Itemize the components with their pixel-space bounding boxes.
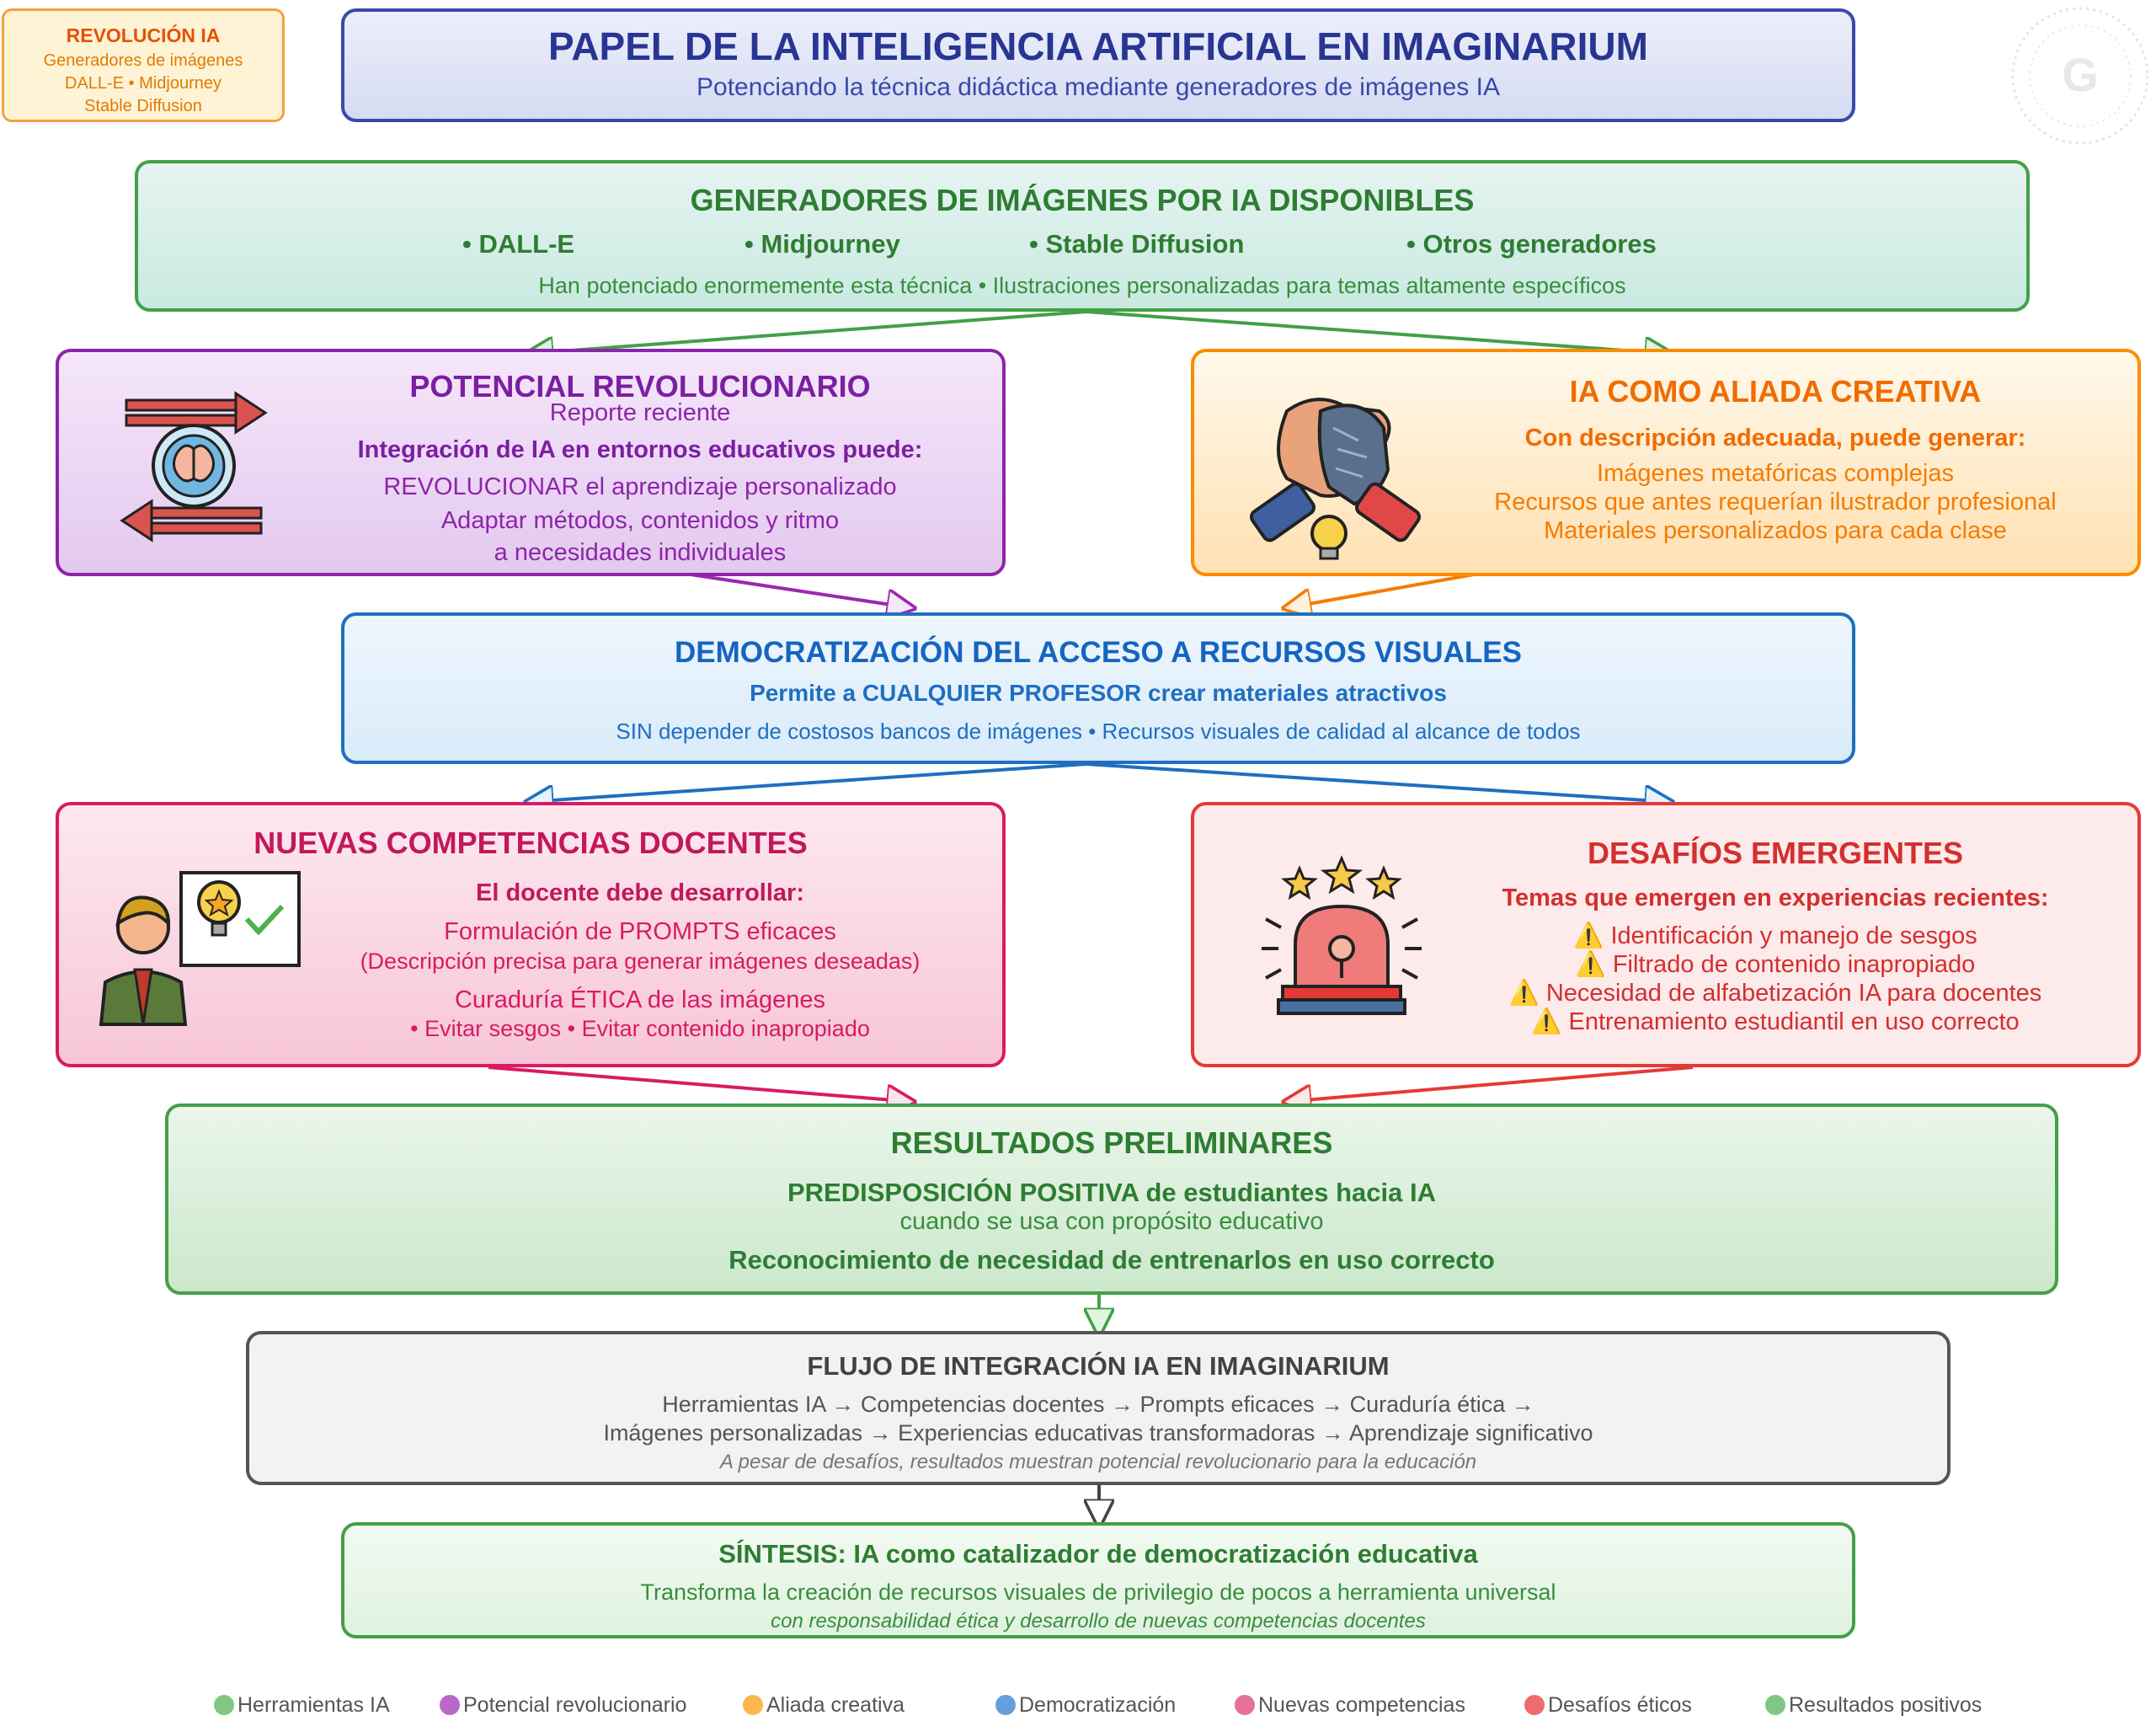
flow-title: FLUJO DE INTEGRACIÓN IA EN IMAGINARIUM xyxy=(807,1351,1390,1381)
results-bold-2: Reconocimiento de necesidad de entrenarl… xyxy=(728,1245,1495,1275)
synthesis-line-1: Transforma la creación de recursos visua… xyxy=(640,1579,1556,1605)
competencies-box: NUEVAS COMPETENCIAS DOCENTES El docente … xyxy=(56,802,1006,1067)
competencies-line-3: Curaduría ÉTICA de las imágenes xyxy=(454,986,826,1013)
legend-dot-icon xyxy=(214,1695,234,1715)
generators-box: GENERADORES DE IMÁGENES POR IA DISPONIBL… xyxy=(135,160,2030,312)
teacher-board-icon xyxy=(99,871,301,1026)
watermark-logo: G xyxy=(2011,7,2149,145)
revolution-badge: REVOLUCIÓN IA Generadores de imágenes DA… xyxy=(2,8,285,122)
legend-label: Desafíos éticos xyxy=(1548,1693,1692,1717)
legend-item: Democratización xyxy=(995,1693,1176,1718)
legend-dot-icon xyxy=(1235,1695,1255,1715)
generator-item: • Otros generadores xyxy=(1406,229,1657,259)
potential-box: POTENCIAL REVOLUCIONARIO Reporte recient… xyxy=(56,349,1006,576)
header-box: PAPEL DE LA INTELIGENCIA ARTIFICIAL EN I… xyxy=(341,8,1855,122)
ally-bold: Con descripción adecuada, puede generar: xyxy=(1524,425,2026,452)
competencies-line-2: (Descripción precisa para generar imágen… xyxy=(360,949,921,974)
potential-bold: Integración de IA en entornos educativos… xyxy=(357,436,923,463)
legend-label: Potencial revolucionario xyxy=(463,1693,687,1717)
ally-line-1: Imágenes metafóricas complejas xyxy=(1597,460,1954,487)
alarm-siren-icon xyxy=(1262,855,1422,1015)
synthesis-note: con responsabilidad ética y desarrollo d… xyxy=(771,1610,1426,1633)
ally-title: IA COMO ALIADA CREATIVA xyxy=(1569,374,1982,409)
legend-label: Nuevas competencias xyxy=(1258,1693,1465,1717)
legend-dot-icon xyxy=(1765,1695,1785,1715)
challenges-box: DESAFÍOS EMERGENTES Temas que emergen en… xyxy=(1191,802,2141,1067)
ally-box: IA COMO ALIADA CREATIVA Con descripción … xyxy=(1191,349,2141,576)
ally-line-3: Materiales personalizados para cada clas… xyxy=(1544,517,2007,544)
legend-label: Herramientas IA xyxy=(237,1693,390,1717)
flow-box: FLUJO DE INTEGRACIÓN IA EN IMAGINARIUM H… xyxy=(246,1331,1951,1485)
generators-title: GENERADORES DE IMÁGENES POR IA DISPONIBL… xyxy=(690,183,1475,217)
results-title: RESULTADOS PRELIMINARES xyxy=(890,1125,1333,1160)
page-subtitle: Potenciando la técnica didáctica mediant… xyxy=(696,73,1500,101)
legend-dot-icon xyxy=(1524,1695,1545,1715)
legend-item: Potencial revolucionario xyxy=(440,1693,686,1718)
competencies-line-1: Formulación de PROMPTS eficaces xyxy=(444,918,836,945)
results-bold-1: PREDISPOSICIÓN POSITIVA de estudiantes h… xyxy=(787,1178,1437,1207)
results-line-1: cuando se usa con propósito educativo xyxy=(899,1208,1324,1235)
badge-line-3: Stable Diffusion xyxy=(84,97,202,115)
legend-item: Aliada creativa xyxy=(743,1693,905,1718)
badge-line-2: DALL-E • Midjourney xyxy=(65,74,221,93)
svg-text:G: G xyxy=(2062,48,2099,101)
results-box: RESULTADOS PRELIMINARES PREDISPOSICIÓN P… xyxy=(165,1104,2058,1295)
flow-line-1: Herramientas IA → Competencias docentes … xyxy=(662,1392,1534,1417)
legend-dot-icon xyxy=(743,1695,763,1715)
flow-line-2: Imágenes personalizadas → Experiencias e… xyxy=(603,1420,1593,1446)
synthesis-box: SÍNTESIS: IA como catalizador de democra… xyxy=(341,1522,1855,1638)
page-title: PAPEL DE LA INTELIGENCIA ARTIFICIAL EN I… xyxy=(548,24,1648,68)
generator-item: • Stable Diffusion xyxy=(1029,229,1245,259)
ally-line-2: Recursos que antes requerían ilustrador … xyxy=(1494,489,2057,516)
challenges-title: DESAFÍOS EMERGENTES xyxy=(1587,836,1964,870)
democratization-title: DEMOCRATIZACIÓN DEL ACCESO A RECURSOS VI… xyxy=(675,636,1522,669)
potential-subtitle: Reporte reciente xyxy=(549,399,731,426)
legend-item: Nuevas competencias xyxy=(1235,1693,1465,1718)
badge-line-1: Generadores de imágenes xyxy=(43,51,243,70)
potential-line-2: Adaptar métodos, contenidos y ritmo xyxy=(440,507,840,534)
legend-item: Herramientas IA xyxy=(214,1693,390,1718)
legend-dot-icon xyxy=(440,1695,460,1715)
challenge-item: ⚠️ Filtrado de contenido inapropiado xyxy=(1575,951,1976,978)
legend-item: Resultados positivos xyxy=(1765,1693,1982,1718)
badge-title: REVOLUCIÓN IA xyxy=(66,24,221,46)
brain-exchange-icon xyxy=(120,391,268,542)
democratization-box: DEMOCRATIZACIÓN DEL ACCESO A RECURSOS VI… xyxy=(341,612,1855,764)
synthesis-title: SÍNTESIS: IA como catalizador de democra… xyxy=(718,1539,1478,1569)
potential-line-3: a necesidades individuales xyxy=(494,539,787,566)
legend-label: Resultados positivos xyxy=(1789,1693,1983,1717)
potential-line-1: REVOLUCIONAR el aprendizaje personalizad… xyxy=(383,473,897,500)
legend-label: Democratización xyxy=(1019,1693,1177,1717)
generators-note: Han potenciado enormemente esta técnica … xyxy=(538,273,1626,298)
generator-item: • DALL-E xyxy=(462,229,575,259)
handshake-icon xyxy=(1249,398,1422,560)
competencies-title: NUEVAS COMPETENCIAS DOCENTES xyxy=(253,826,808,860)
competencies-line-4: • Evitar sesgos • Evitar contenido inapr… xyxy=(410,1016,870,1041)
legend-label: Aliada creativa xyxy=(766,1693,905,1717)
challenge-item: ⚠️ Necesidad de alfabetización IA para d… xyxy=(1508,980,2042,1007)
potential-title: POTENCIAL REVOLUCIONARIO xyxy=(409,369,871,404)
challenge-item: ⚠️ Identificación y manejo de sesgos xyxy=(1573,922,1977,949)
democratization-line-1: SIN depender de costosos bancos de imáge… xyxy=(616,719,1581,744)
legend-item: Desafíos éticos xyxy=(1524,1693,1692,1718)
challenge-item: ⚠️ Entrenamiento estudiantil en uso corr… xyxy=(1531,1008,2020,1035)
challenges-bold: Temas que emergen en experiencias recien… xyxy=(1502,885,2049,911)
flow-note: A pesar de desafíos, resultados muestran… xyxy=(719,1451,1477,1473)
democratization-bold: Permite a CUALQUIER PROFESOR crear mater… xyxy=(750,680,1447,706)
legend-dot-icon xyxy=(995,1695,1016,1715)
generator-item: • Midjourney xyxy=(744,229,900,259)
competencies-bold: El docente debe desarrollar: xyxy=(475,879,804,906)
